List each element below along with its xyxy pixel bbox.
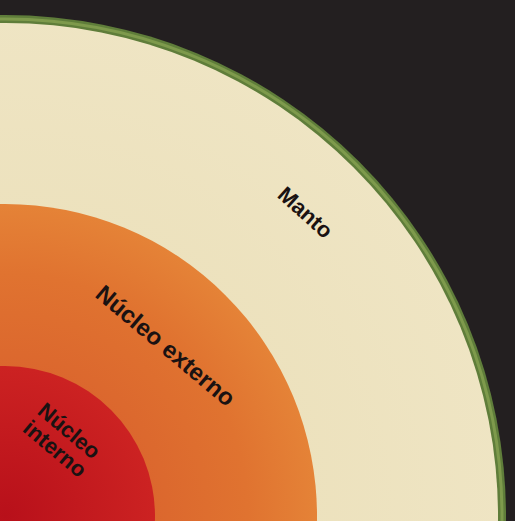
layer-label: Núcleo interno — [18, 398, 105, 481]
crust-highlight — [0, 19, 502, 521]
crust-band — [0, 15, 506, 521]
inner-core-disc: Núcleo interno — [0, 366, 155, 521]
outer-core-band: Núcleo externoNúcleo interno — [0, 204, 317, 521]
layer-label: Manto — [273, 182, 337, 242]
layer-label: Núcleo externo — [91, 280, 240, 411]
mantle-band: MantoNúcleo externoNúcleo interno — [0, 23, 498, 521]
